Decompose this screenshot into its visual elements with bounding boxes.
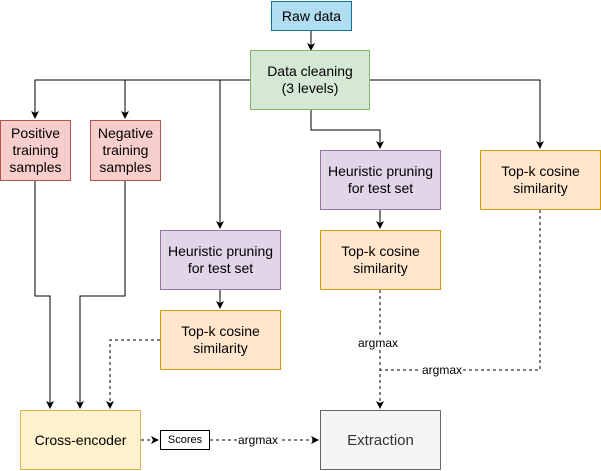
edge-label-right-argmax: argmax: [421, 363, 464, 377]
node-positive-samples: Positive training samples: [0, 120, 71, 181]
edge-positive-to-cross-encoder: [34, 181, 54, 409]
edge-cleaning-to-heuristic-mid: [310, 110, 384, 149]
node-topk-left: Top-k cosine similarity: [160, 310, 281, 370]
node-extraction: Extraction: [320, 410, 441, 470]
edge-negative-to-cross-encoder: [76, 181, 126, 409]
node-raw-data: Raw data: [271, 1, 352, 31]
edge-label-scores-argmax: argmax: [237, 433, 280, 447]
data-cleaning-label: Data cleaning (3 levels): [267, 63, 353, 96]
node-topk-mid: Top-k cosine similarity: [320, 230, 441, 290]
node-data-cleaning: Data cleaning (3 levels): [250, 50, 370, 110]
edge-cleaning-to-positive: [31, 79, 250, 119]
node-topk-right: Top-k cosine similarity: [480, 150, 601, 210]
edge-cleaning-to-topk-right: [370, 79, 544, 149]
node-cross-encoder: Cross-encoder: [20, 410, 141, 470]
node-scores: Scores: [160, 430, 210, 450]
node-heuristic-mid: Heuristic pruning for test set: [320, 150, 441, 210]
edge-topk-left-to-cross-encoder: [106, 339, 160, 409]
node-heuristic-left: Heuristic pruning for test set: [160, 230, 281, 290]
edge-label-mid-argmax: argmax: [357, 336, 400, 350]
node-negative-samples: Negative training samples: [90, 120, 161, 181]
